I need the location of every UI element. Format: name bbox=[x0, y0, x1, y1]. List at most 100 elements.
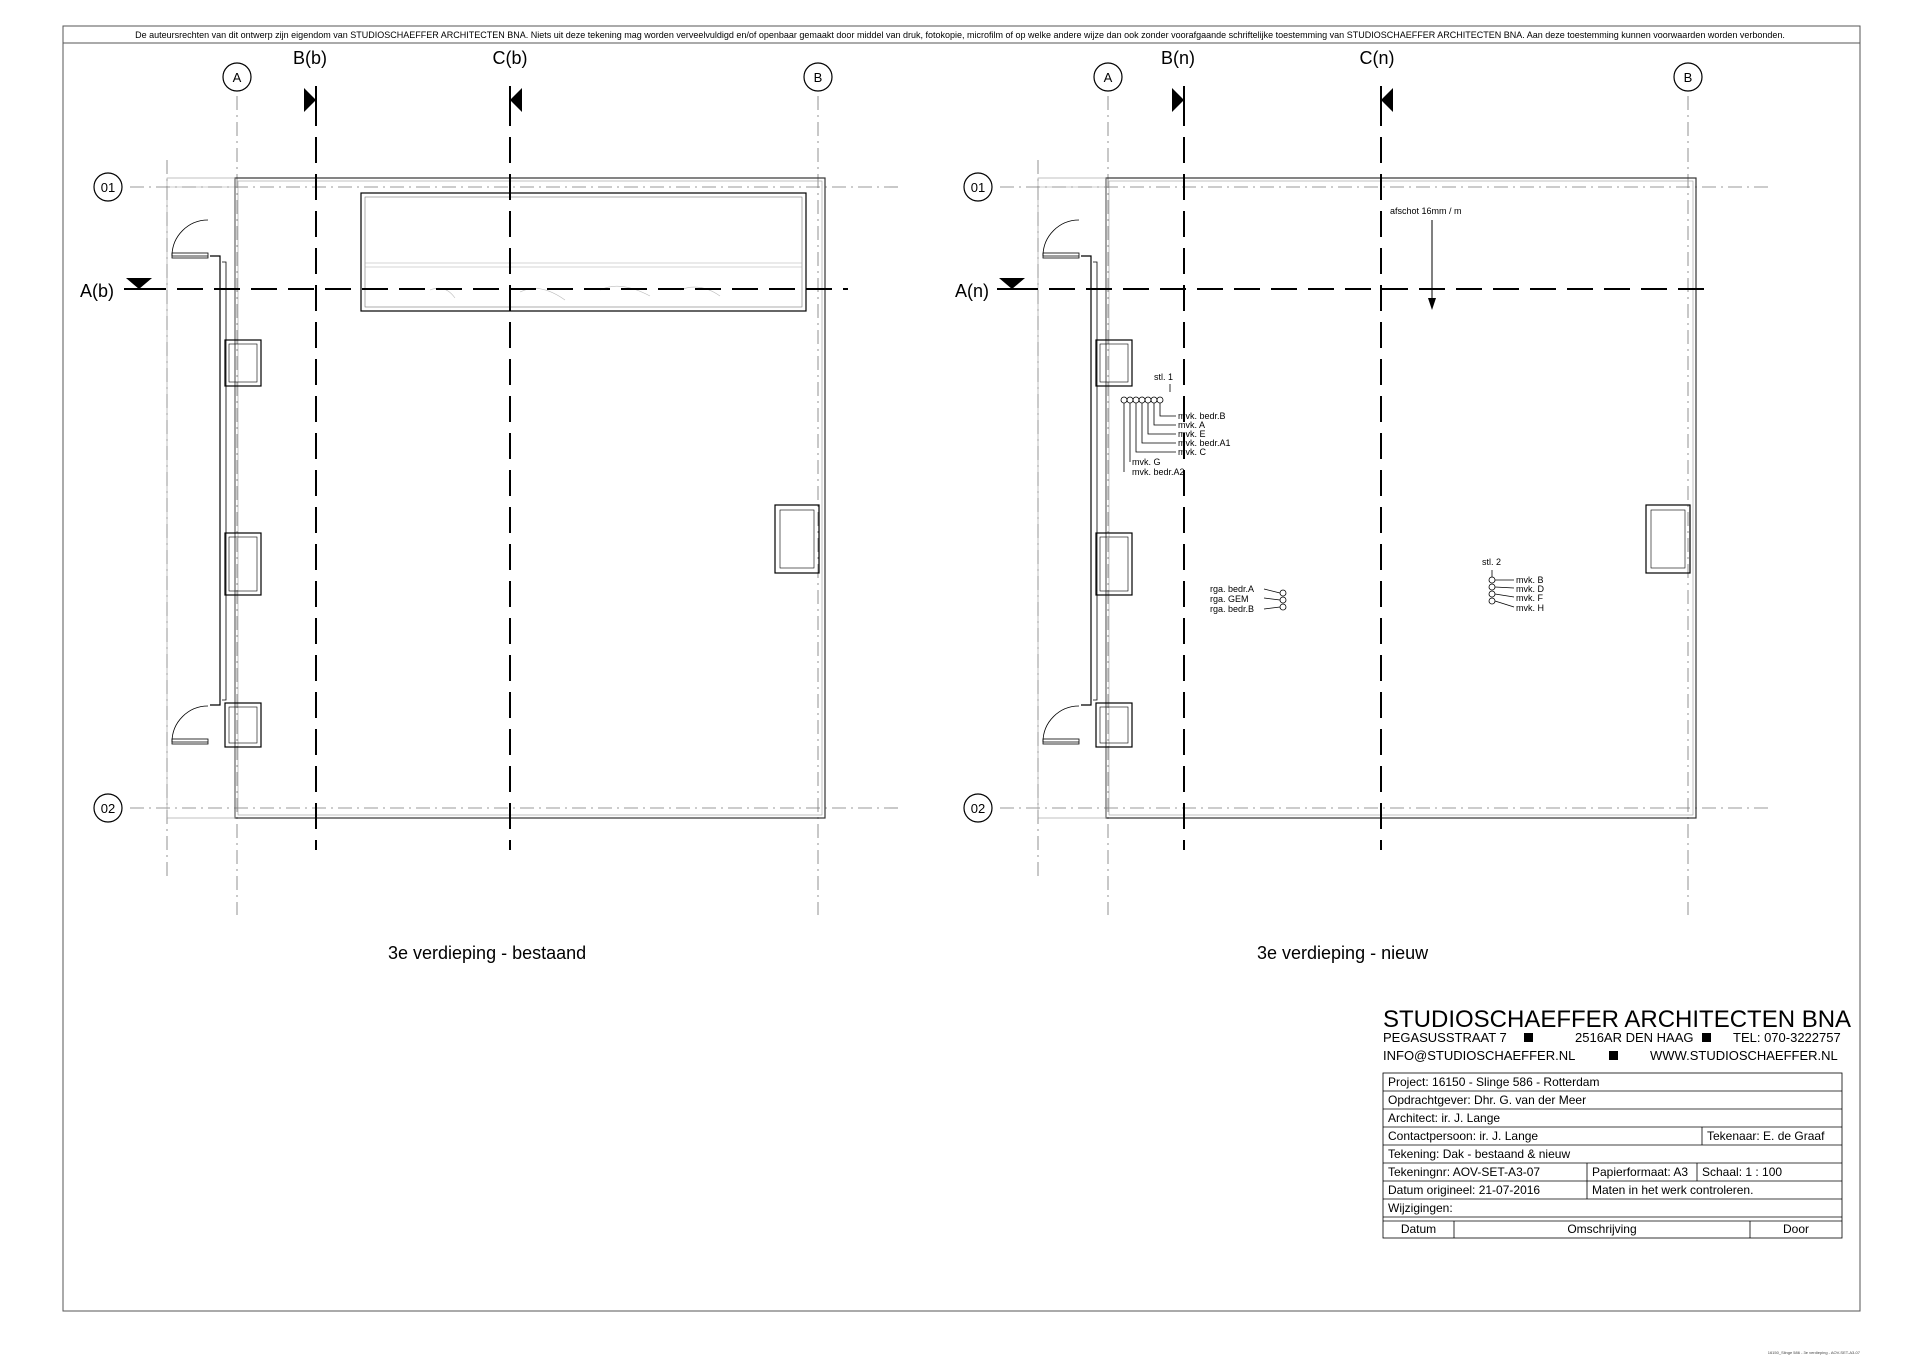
slab-outline bbox=[1105, 177, 1697, 819]
grid-label-01: 01 bbox=[971, 180, 985, 195]
plan-existing bbox=[93, 62, 900, 915]
stl1-item: mvk. E bbox=[1178, 429, 1206, 439]
stl2-label: stl. 2 bbox=[1482, 557, 1501, 567]
grid-bubble-01 bbox=[963, 172, 993, 202]
grid-label-b: B bbox=[1684, 70, 1693, 85]
slope-note: afschot 16mm / m bbox=[1390, 206, 1462, 216]
stl1-item: mvk. bedr.B bbox=[1178, 411, 1226, 421]
firm-web: WWW.STUDIOSCHAEFFER.NL bbox=[1650, 1048, 1838, 1063]
file-footer: 16150_Slinge 586 - 3e verdieping - AOV-S… bbox=[1767, 1350, 1860, 1355]
section-label-b: B(n) bbox=[1161, 48, 1195, 68]
separator-square-icon bbox=[1609, 1051, 1618, 1060]
stl1-label: stl. 1 bbox=[1154, 372, 1173, 382]
stl1-item: mvk. bedr.A2 bbox=[1132, 467, 1185, 477]
tb-col-date: Datum bbox=[1400, 1222, 1437, 1236]
section-arrow-b bbox=[304, 88, 316, 112]
rga-item: rga. bedr.B bbox=[1210, 604, 1254, 614]
column-2 bbox=[224, 532, 262, 596]
section-arrow-c bbox=[510, 88, 522, 112]
facade-strip bbox=[166, 177, 236, 819]
grid-bubble-02 bbox=[963, 793, 993, 823]
section-arrow-a bbox=[126, 278, 152, 289]
section-label-c: C(b) bbox=[493, 48, 528, 68]
firm-city: 2516AR DEN HAAG bbox=[1575, 1030, 1694, 1045]
grid-label-a: A bbox=[1104, 70, 1113, 85]
inner-wall bbox=[1081, 255, 1092, 706]
door-bottom bbox=[171, 705, 209, 743]
column-4 bbox=[774, 504, 820, 574]
grid-bubble-01 bbox=[93, 172, 123, 202]
section-arrow-b bbox=[1172, 88, 1184, 112]
firm-email: INFO@STUDIOSCHAEFFER.NL bbox=[1383, 1048, 1576, 1063]
door-top bbox=[171, 219, 209, 257]
grid-bubble-a bbox=[222, 62, 252, 92]
tb-project: Project: 16150 - Slinge 586 - Rotterdam bbox=[1388, 1075, 1600, 1089]
tb-contact: Contactpersoon: ir. J. Lange bbox=[1388, 1129, 1539, 1143]
pipe-bundle-stl2 bbox=[1488, 570, 1515, 608]
column-1 bbox=[1095, 339, 1133, 387]
section-label-c: C(n) bbox=[1360, 48, 1395, 68]
grid-label-02: 02 bbox=[101, 801, 115, 816]
grid-label-01: 01 bbox=[101, 180, 115, 195]
grid-label-b: B bbox=[814, 70, 823, 85]
plan-title-existing: 3e verdieping - bestaand bbox=[388, 943, 587, 963]
grid-bubble-a bbox=[1093, 62, 1123, 92]
grid-bubble-b bbox=[1673, 62, 1703, 92]
copyright-notice: De auteursrechten van dit ontwerp zijn e… bbox=[135, 30, 1785, 40]
title-block-grid bbox=[1382, 1072, 1843, 1239]
section-label-a: A(b) bbox=[80, 281, 114, 301]
grid-label-02: 02 bbox=[971, 801, 985, 816]
separator-square-icon bbox=[1524, 1033, 1533, 1042]
tb-changes: Wijzigingen: bbox=[1388, 1201, 1453, 1215]
sheet-frame bbox=[62, 25, 1861, 1312]
column-4 bbox=[1645, 504, 1691, 574]
tb-client: Opdrachtgever: Dhr. G. van der Meer bbox=[1388, 1093, 1587, 1107]
section-arrow-a bbox=[999, 278, 1025, 289]
tb-paper: Papierformaat: A3 bbox=[1592, 1165, 1689, 1179]
tb-note: Maten in het werk controleren. bbox=[1592, 1183, 1754, 1197]
firm-tel: TEL: 070-3222757 bbox=[1733, 1030, 1841, 1045]
tb-date-original: Datum origineel: 21-07-2016 bbox=[1388, 1183, 1541, 1197]
stl2-item: mvk. F bbox=[1516, 593, 1543, 603]
column-3 bbox=[1095, 702, 1133, 748]
separator-square-icon bbox=[1702, 1033, 1711, 1042]
section-label-b: B(b) bbox=[293, 48, 327, 68]
door-top bbox=[1042, 219, 1080, 257]
tb-col-by: Door bbox=[1782, 1222, 1809, 1236]
facade-strip bbox=[1037, 177, 1107, 819]
grid-bubble-02 bbox=[93, 793, 123, 823]
tb-architect: Architect: ir. J. Lange bbox=[1388, 1111, 1501, 1125]
stl2-item: mvk. B bbox=[1516, 575, 1544, 585]
tb-scale: Schaal: 1 : 100 bbox=[1702, 1165, 1783, 1179]
stl2-item: mvk. D bbox=[1516, 584, 1544, 594]
section-arrow-c bbox=[1381, 88, 1393, 112]
grid-label-a: A bbox=[233, 70, 242, 85]
grid-bubble-b bbox=[803, 62, 833, 92]
stl1-item: mvk. A bbox=[1178, 420, 1205, 430]
tb-drawing: Tekening: Dak - bestaand & nieuw bbox=[1388, 1147, 1571, 1161]
stl1-item: mvk. bedr.A1 bbox=[1178, 438, 1231, 448]
rga-item: rga. GEM bbox=[1210, 594, 1249, 604]
tb-col-description: Omschrijving bbox=[1567, 1222, 1637, 1236]
pipe-bundle-stl1 bbox=[1120, 384, 1176, 472]
column-1 bbox=[224, 339, 262, 387]
stl1-item: mvk. G bbox=[1132, 457, 1161, 467]
column-3 bbox=[224, 702, 262, 748]
firm-street: PEGASUSSTRAAT 7 bbox=[1383, 1030, 1507, 1045]
stl1-item: mvk. C bbox=[1178, 447, 1206, 457]
tb-drawing-no: Tekeningnr: AOV-SET-A3-07 bbox=[1388, 1165, 1541, 1179]
section-label-a: A(n) bbox=[955, 281, 989, 301]
slab-inner-outline bbox=[237, 180, 823, 816]
pipe-bundle-rga bbox=[1263, 588, 1287, 611]
stl2-item: mvk. H bbox=[1516, 603, 1544, 613]
door-bottom bbox=[1042, 705, 1080, 743]
rga-item: rga. bedr.A bbox=[1210, 584, 1254, 594]
slab-outline bbox=[234, 177, 826, 819]
column-2 bbox=[1095, 532, 1133, 596]
plan-title-new: 3e verdieping - nieuw bbox=[1257, 943, 1429, 963]
roof-opening bbox=[360, 192, 807, 312]
tb-drafter: Tekenaar: E. de Graaf bbox=[1707, 1129, 1825, 1143]
inner-wall bbox=[210, 255, 221, 706]
